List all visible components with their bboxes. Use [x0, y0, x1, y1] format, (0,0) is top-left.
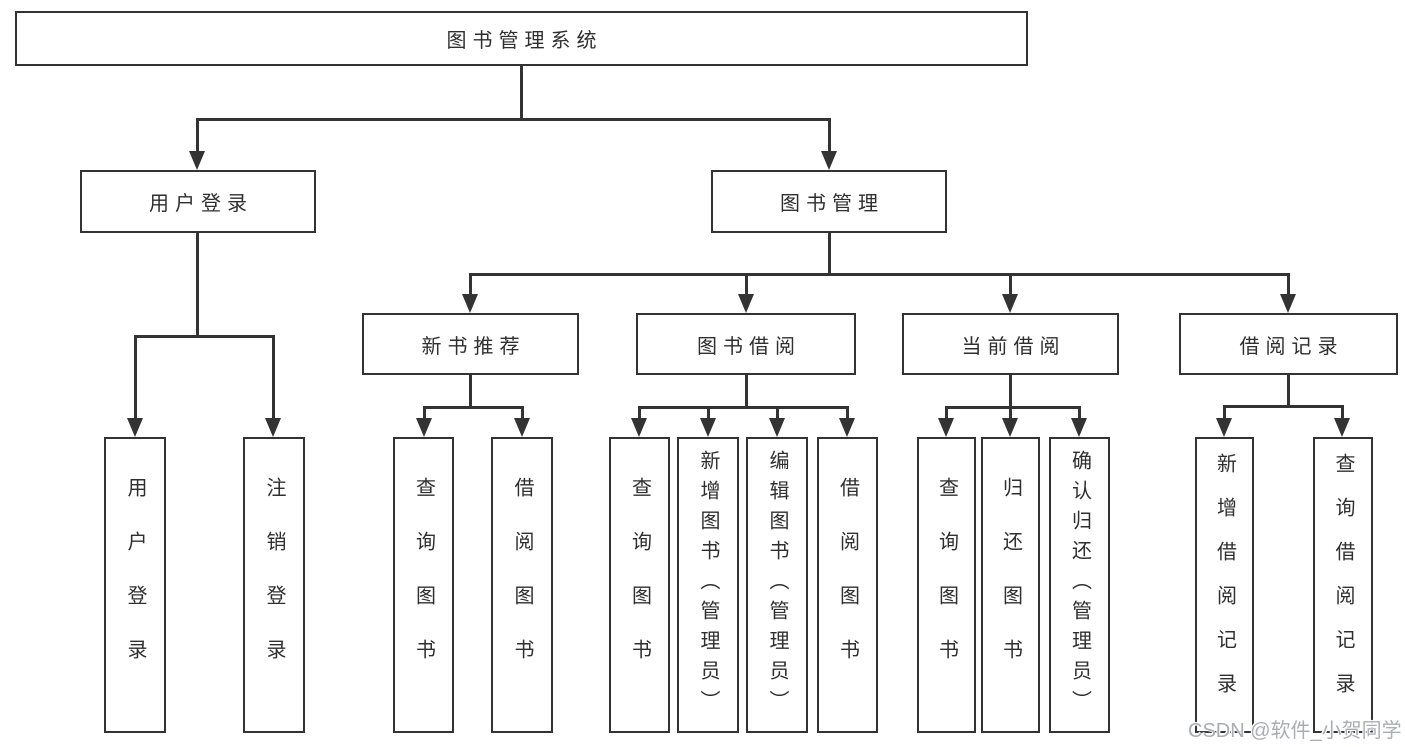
- node-borrow-records-label: 借阅记录: [1239, 335, 1344, 358]
- connector-line: [776, 406, 779, 420]
- arrow-down-icon: [189, 151, 205, 170]
- connector-line: [828, 118, 831, 152]
- node-book-borrow: 图书借阅: [636, 313, 856, 375]
- arrow-down-icon: [738, 294, 754, 313]
- leaf-borrow-query-books-label: 查询图书: [628, 477, 651, 693]
- node-new-book-recommend-label: 新书推荐: [421, 335, 526, 358]
- connector-line: [272, 335, 275, 419]
- node-root-label: 图书管理系统: [446, 30, 603, 52]
- connector-line: [423, 406, 523, 409]
- connector-line: [707, 406, 710, 420]
- connector-line: [520, 66, 523, 118]
- leaf-current-return-books: 归还图书: [981, 437, 1040, 733]
- arrow-down-icon: [938, 418, 954, 437]
- leaf-recommend-borrow-books: 借阅图书: [491, 437, 553, 733]
- leaf-recommend-query-books-label: 查询图书: [412, 477, 435, 693]
- leaf-logout: 注销登录: [243, 437, 305, 733]
- connector-line: [469, 273, 1289, 276]
- node-current-borrow: 当前借阅: [902, 313, 1119, 375]
- connector-line: [745, 375, 748, 406]
- connector-line: [638, 406, 641, 420]
- leaf-user-login-label: 用户登录: [124, 477, 146, 693]
- arrow-down-icon: [127, 418, 143, 437]
- connector-line: [745, 273, 748, 295]
- connector-line: [469, 273, 472, 295]
- arrow-down-icon: [700, 418, 716, 437]
- leaf-logout-label: 注销登录: [263, 477, 285, 693]
- node-new-book-recommend: 新书推荐: [362, 313, 579, 375]
- connector-line: [423, 406, 426, 420]
- connector-line: [1009, 375, 1012, 406]
- node-user-login-label: 用户登录: [149, 193, 253, 215]
- connector-line: [638, 406, 848, 409]
- connector-line: [945, 406, 1080, 409]
- leaf-recommend-borrow-books-label: 借阅图书: [511, 477, 533, 693]
- leaf-borrow-edit-books-admin: 编辑图书（管理员）: [746, 437, 808, 733]
- connector-line: [469, 375, 472, 406]
- leaf-borrow-edit-books-admin-label: 编辑图书（管理员）: [766, 450, 788, 720]
- connector-line: [134, 335, 137, 419]
- connector-line: [196, 233, 199, 335]
- leaf-records-add-record-label: 新增借阅记录: [1213, 453, 1236, 717]
- arrow-down-icon: [821, 151, 837, 170]
- connector-line: [521, 406, 524, 420]
- connector-line: [1009, 273, 1012, 295]
- arrow-down-icon: [1216, 418, 1232, 437]
- arrow-down-icon: [416, 418, 432, 437]
- csdn-watermark: CSDN @软件_小贺同学: [1188, 720, 1402, 742]
- node-book-mgmt-label: 图书管理: [780, 193, 884, 215]
- leaf-current-query-books: 查询图书: [917, 437, 976, 733]
- leaf-user-login: 用户登录: [104, 437, 166, 733]
- connector-line: [828, 233, 831, 273]
- arrow-down-icon: [1071, 418, 1087, 437]
- arrow-down-icon: [265, 418, 281, 437]
- connector-line: [1223, 405, 1226, 420]
- leaf-borrow-add-books-admin-label: 新增图书（管理员）: [697, 450, 719, 720]
- leaf-borrow-query-books: 查询图书: [609, 437, 670, 733]
- leaf-current-confirm-return-admin-label: 确认归还（管理员）: [1068, 450, 1091, 720]
- node-user-login: 用户登录: [80, 170, 316, 233]
- node-book-mgmt: 图书管理: [711, 170, 947, 233]
- connector-line: [846, 406, 849, 420]
- leaf-borrow-add-books-admin: 新增图书（管理员）: [677, 437, 739, 733]
- arrow-down-icon: [631, 418, 647, 437]
- leaf-current-query-books-label: 查询图书: [935, 477, 958, 693]
- leaf-borrow-borrow-books-label: 借阅图书: [836, 477, 859, 693]
- connector-line: [1287, 375, 1290, 405]
- leaf-borrow-borrow-books: 借阅图书: [817, 437, 878, 733]
- connector-line: [196, 118, 831, 121]
- leaf-records-query-record: 查询借阅记录: [1313, 437, 1373, 733]
- leaf-records-add-record: 新增借阅记录: [1195, 437, 1254, 733]
- node-borrow-records: 借阅记录: [1179, 313, 1398, 375]
- connector-line: [1078, 406, 1081, 420]
- arrow-down-icon: [1280, 294, 1296, 313]
- connector-line: [1009, 406, 1012, 420]
- arrow-down-icon: [1002, 294, 1018, 313]
- connector-line: [1287, 273, 1290, 295]
- arrow-down-icon: [514, 418, 530, 437]
- arrow-down-icon: [462, 294, 478, 313]
- arrow-down-icon: [1002, 418, 1018, 437]
- connector-line: [1223, 405, 1343, 408]
- leaf-current-return-books-label: 归还图书: [999, 477, 1022, 693]
- node-current-borrow-label: 当前借阅: [961, 335, 1066, 358]
- arrow-down-icon: [1334, 418, 1350, 437]
- connector-line: [1341, 405, 1344, 420]
- connector-line: [134, 335, 275, 338]
- node-root: 图书管理系统: [15, 11, 1028, 66]
- leaf-records-query-record-label: 查询借阅记录: [1332, 453, 1354, 717]
- leaf-current-confirm-return-admin: 确认归还（管理员）: [1049, 437, 1110, 733]
- node-book-borrow-label: 图书借阅: [697, 335, 801, 358]
- arrow-down-icon: [769, 418, 785, 437]
- arrow-down-icon: [839, 418, 855, 437]
- connector-line: [945, 406, 948, 420]
- connector-line: [196, 118, 199, 152]
- leaf-recommend-query-books: 查询图书: [393, 437, 454, 733]
